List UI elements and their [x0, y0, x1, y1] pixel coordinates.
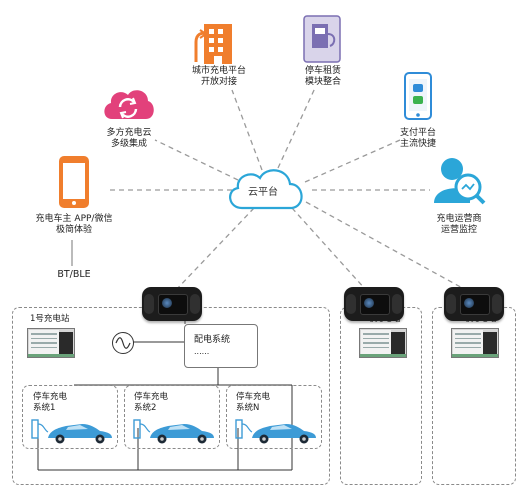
bay-1-box	[22, 385, 118, 449]
city-label-2: 开放对接	[200, 77, 237, 87]
payment-label-2: 主流快捷	[399, 139, 436, 149]
station-1-title: 1号充电站	[30, 314, 70, 324]
payment-label-1: 支付平台	[399, 128, 436, 138]
parking-label-2: 模块整合	[304, 77, 341, 87]
charging-terminal-N	[444, 287, 504, 321]
bay-2-label-1: 停车充电	[134, 392, 169, 402]
smartphone-icon	[58, 155, 90, 213]
bay-1-label-2: 系统1	[33, 403, 56, 413]
controller-module-1	[27, 328, 75, 358]
app-label-1: 充电车主 APP/微信	[35, 214, 113, 224]
building-icon	[190, 18, 242, 68]
power-distribution-box	[184, 324, 258, 368]
link-city	[231, 89, 263, 171]
refresh-cloud-icon	[100, 85, 156, 127]
link-multicloud	[154, 139, 239, 181]
charging-terminal-2	[344, 287, 404, 321]
link-stationN	[305, 201, 467, 291]
smartphone-pay-icon	[404, 72, 432, 124]
charging-terminal-1	[142, 287, 202, 321]
link-station2	[291, 207, 367, 291]
ev-charging-car-icon	[30, 416, 116, 450]
link-station1	[175, 207, 255, 291]
controller-module-2	[359, 328, 407, 358]
link-parking	[277, 87, 316, 169]
bt-ble-label: BT/BLE	[57, 269, 91, 280]
multicloud-label-1: 多方充电云	[106, 128, 152, 138]
user-search-icon	[432, 155, 486, 209]
controller-module-N	[451, 328, 499, 358]
ev-charging-car-icon	[132, 416, 218, 450]
ac-power-icon	[111, 331, 135, 359]
ev-charging-car-icon	[234, 416, 320, 450]
operator-label-1: 充电运营商	[436, 214, 482, 224]
parking-meter-icon	[300, 14, 344, 68]
multicloud-label-2: 多级集成	[110, 139, 147, 149]
power-distribution-dots: ......	[194, 347, 210, 356]
city-label-1: 城市充电平台	[191, 66, 246, 76]
bay-N-label-1: 停车充电	[236, 392, 271, 402]
bay-N-label-2: 系统N	[236, 403, 260, 413]
bay-1-label-1: 停车充电	[33, 392, 68, 402]
power-distribution-title: 配电系统	[194, 335, 231, 345]
bay-2-box	[124, 385, 220, 449]
cloud-icon	[222, 164, 310, 218]
bay-2-label-2: 系统2	[134, 403, 157, 413]
operator-label-2: 运营监控	[440, 225, 477, 235]
bay-N-box	[226, 385, 322, 449]
parking-label-1: 停车租赁	[304, 66, 341, 76]
app-label-2: 极简体验	[55, 225, 92, 235]
cloud-label: 云平台	[248, 187, 278, 198]
